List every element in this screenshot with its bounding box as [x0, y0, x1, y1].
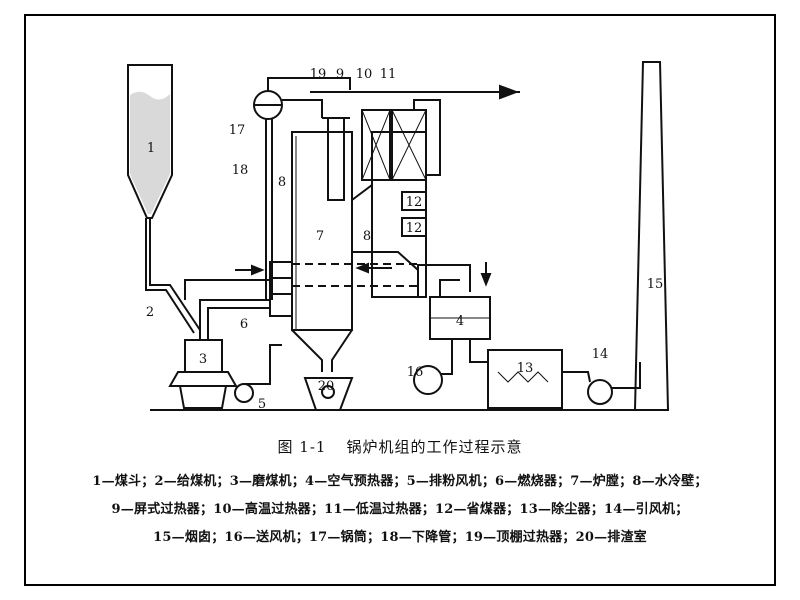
label-forced-draft-fan: 16 [407, 365, 424, 380]
low-temp-superheater [391, 109, 427, 181]
label-slag-chamber: 20 [318, 379, 335, 394]
label-water-wall-right: 8 [363, 229, 371, 244]
caption-number: 图 1-1 [277, 438, 327, 456]
mill-duct [199, 299, 270, 340]
economizer-upper [401, 191, 427, 211]
second-pass [371, 131, 427, 298]
high-temp-superheater [361, 109, 391, 181]
dust-collector [487, 349, 563, 409]
label-downcomer: 18 [232, 163, 249, 178]
label-low-temp-superheater: 11 [380, 67, 397, 82]
legend-line-2: 9—屏式过热器；10—高温过热器；11—低温过热器；12—省煤器；13—除尘器；… [111, 502, 689, 517]
slag-chamber [303, 377, 354, 411]
caption-text: 锅炉机组的工作过程示意 [346, 438, 523, 456]
label-coal-bunker: 1 [147, 141, 155, 156]
label-economizer-lower: 12 [406, 221, 423, 236]
label-air-preheater: 4 [456, 314, 464, 329]
induced-draft-fan [587, 379, 613, 405]
label-platen-superheater: 9 [336, 67, 344, 82]
legend-line-3: 15—烟囱；16—送风机；17—锅筒；18—下降管；19—顶棚过热器；20—排渣… [153, 530, 647, 545]
legend-line-1: 1—煤斗；2—给煤机；3—磨煤机；4—空气预热器；5—排粉风机；6—燃烧器；7—… [92, 474, 708, 489]
platen-superheater [327, 117, 345, 201]
exhaust-fan [234, 383, 254, 403]
burner-box [269, 261, 293, 317]
label-dust-collector: 13 [517, 361, 534, 376]
label-burner: 6 [240, 317, 248, 332]
figure-frame [24, 14, 776, 586]
arrow-steam-out [499, 84, 519, 100]
figure-caption: 图 1-1 锅炉机组的工作过程示意 [0, 436, 800, 457]
label-high-temp-superheater: 10 [356, 67, 373, 82]
chimney [633, 61, 670, 411]
coal-feeder [149, 218, 201, 331]
label-drum: 17 [229, 123, 246, 138]
label-induced-draft-fan: 14 [592, 347, 609, 362]
label-ceiling-superheater: 19 [310, 67, 327, 82]
label-coal-feeder: 2 [146, 305, 154, 320]
label-furnace: 7 [316, 229, 324, 244]
coal-bunker [127, 64, 173, 219]
label-economizer-upper: 12 [406, 195, 423, 210]
label-coal-mill: 3 [199, 352, 207, 367]
label-water-wall-left: 8 [278, 175, 286, 190]
forced-draft-fan [413, 365, 443, 395]
coal-fill [130, 91, 170, 214]
furnace [291, 131, 353, 331]
label-exhaust-fan: 5 [258, 397, 266, 412]
economizer-lower [401, 217, 427, 237]
label-chimney: 15 [647, 277, 664, 292]
